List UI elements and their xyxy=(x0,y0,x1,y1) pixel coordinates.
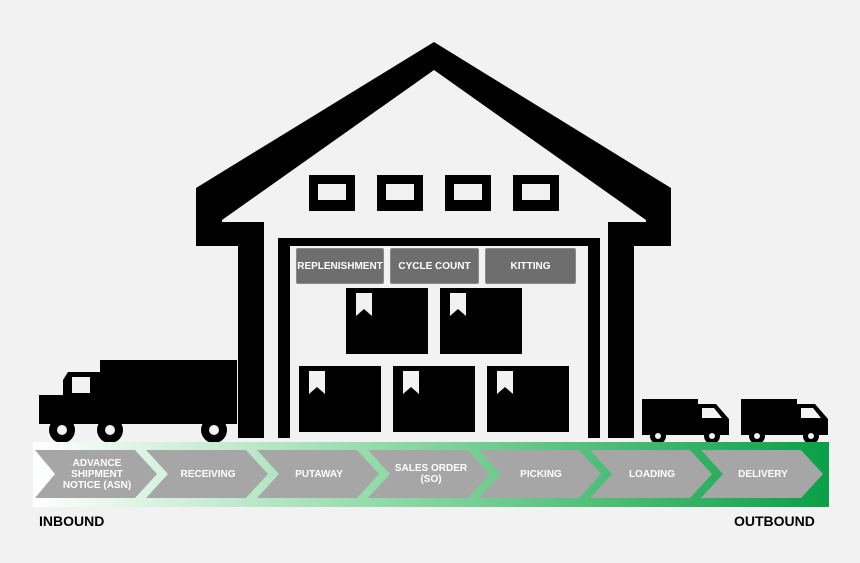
flow-step-label: ADVANCE SHIPMENT NOTICE (ASN) xyxy=(62,457,132,491)
delivery-van-icon xyxy=(741,399,828,444)
flow-step-label: PUTAWAY xyxy=(295,468,343,480)
flow-step-label: PICKING xyxy=(520,468,562,480)
box-icon xyxy=(299,366,381,432)
box-icon xyxy=(346,288,428,354)
chevron-step-picking xyxy=(479,450,601,498)
box-icon xyxy=(393,366,475,432)
chevron-step-putaway xyxy=(257,450,379,498)
tab-kitting: KITTING xyxy=(485,248,576,284)
chevron-step-loading xyxy=(590,450,712,498)
flow-step-label: SALES ORDER (SO) xyxy=(394,463,468,485)
flow-step-label: RECEIVING xyxy=(180,468,236,480)
semi-truck-icon xyxy=(39,360,237,443)
box-icon xyxy=(487,366,569,432)
chevron-step-sales-order xyxy=(368,450,490,498)
flow-step-label: LOADING xyxy=(628,468,676,480)
chevron-step-delivery xyxy=(701,450,823,498)
tab-cycle-count: CYCLE COUNT xyxy=(390,248,479,284)
flow-chevrons xyxy=(35,450,823,498)
inbound-label: INBOUND xyxy=(39,513,105,529)
tab-replenishment: REPLENISHMENT xyxy=(296,248,384,284)
delivery-van-icon xyxy=(642,399,729,444)
flow-step-label: DELIVERY xyxy=(738,468,788,480)
chevron-step-asn xyxy=(35,450,157,498)
outbound-label: OUTBOUND xyxy=(734,513,815,529)
box-icon xyxy=(440,288,522,354)
chevron-step-receiving xyxy=(146,450,268,498)
